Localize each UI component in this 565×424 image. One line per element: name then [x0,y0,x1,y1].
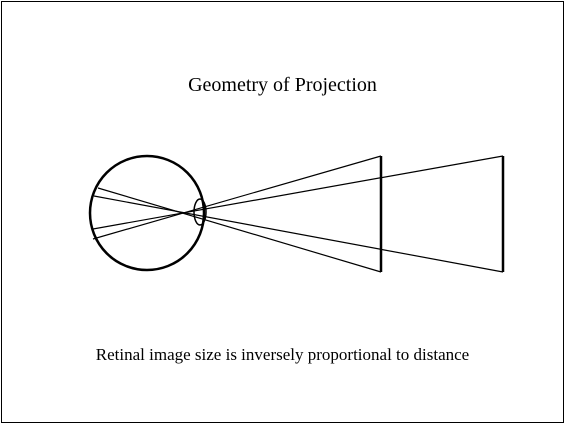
far-bottom-ray [93,195,504,273]
near-top-ray [92,155,382,240]
slide-title: Geometry of Projection [188,74,377,96]
far-top-ray [92,155,504,230]
slide-caption: Retinal image size is inversely proporti… [95,345,470,364]
near-bottom-ray [97,187,382,273]
eyeball-outline [88,154,206,272]
eye-lens [193,198,207,226]
